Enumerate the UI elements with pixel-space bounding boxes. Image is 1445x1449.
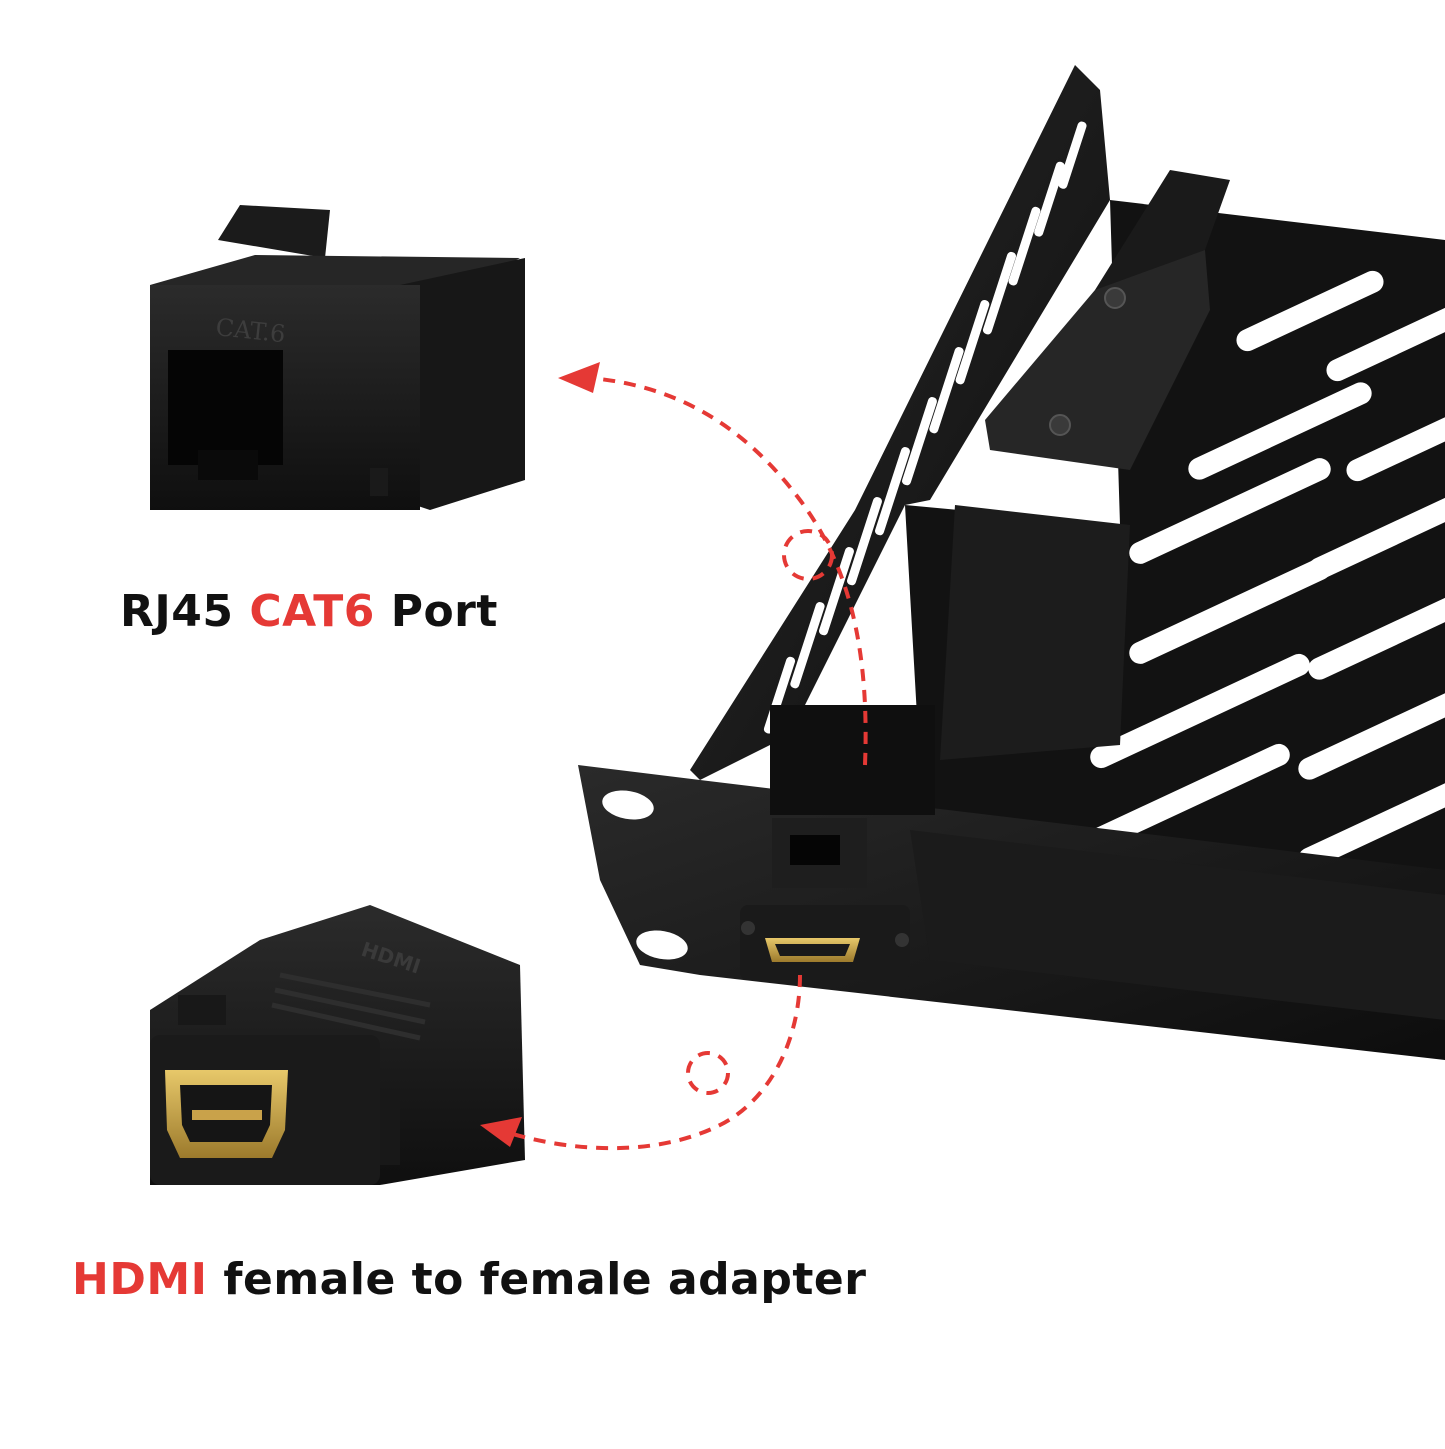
dashed-arrow-icon	[499, 376, 868, 1151]
hdmi-mount-tab	[178, 995, 226, 1025]
rack-shelf-icon	[578, 65, 1445, 1060]
coupler-latch	[198, 450, 258, 480]
shelf-side-wall	[690, 65, 1110, 780]
coupler-port	[168, 350, 283, 465]
installed-rj45-opening	[790, 835, 840, 865]
screw-icon	[1049, 414, 1071, 436]
front-panel-window	[910, 830, 1445, 1020]
screw-icon	[741, 921, 755, 935]
rj45-caption: RJ45 CAT6 Port	[120, 590, 498, 634]
screw-icon	[1104, 287, 1126, 309]
hdmi-caption-accent: HDMI	[72, 1254, 208, 1305]
rj45-caption-pre: RJ45	[120, 586, 250, 637]
coupler-clip	[218, 205, 330, 258]
screw-icon	[895, 933, 909, 947]
rj45-keystone-coupler-icon: CAT.6	[150, 205, 525, 510]
rack-ear-hole	[636, 930, 688, 960]
installed-keystone	[770, 705, 935, 815]
inner-box	[940, 505, 1130, 760]
rj45-caption-accent: CAT6	[249, 586, 375, 637]
hdmi-caption: HDMI female to female adapter	[72, 1258, 866, 1302]
arrow-head-icon	[558, 362, 600, 393]
rear-bracket-face	[985, 250, 1210, 470]
hdmi-adapter-icon: HDMI	[150, 905, 525, 1185]
arrow-head-icon	[480, 1117, 522, 1147]
rj45-caption-post: Port	[374, 586, 498, 637]
hdmi-caption-post: female to female adapter	[207, 1254, 867, 1305]
rack-ear-hole	[602, 790, 654, 820]
